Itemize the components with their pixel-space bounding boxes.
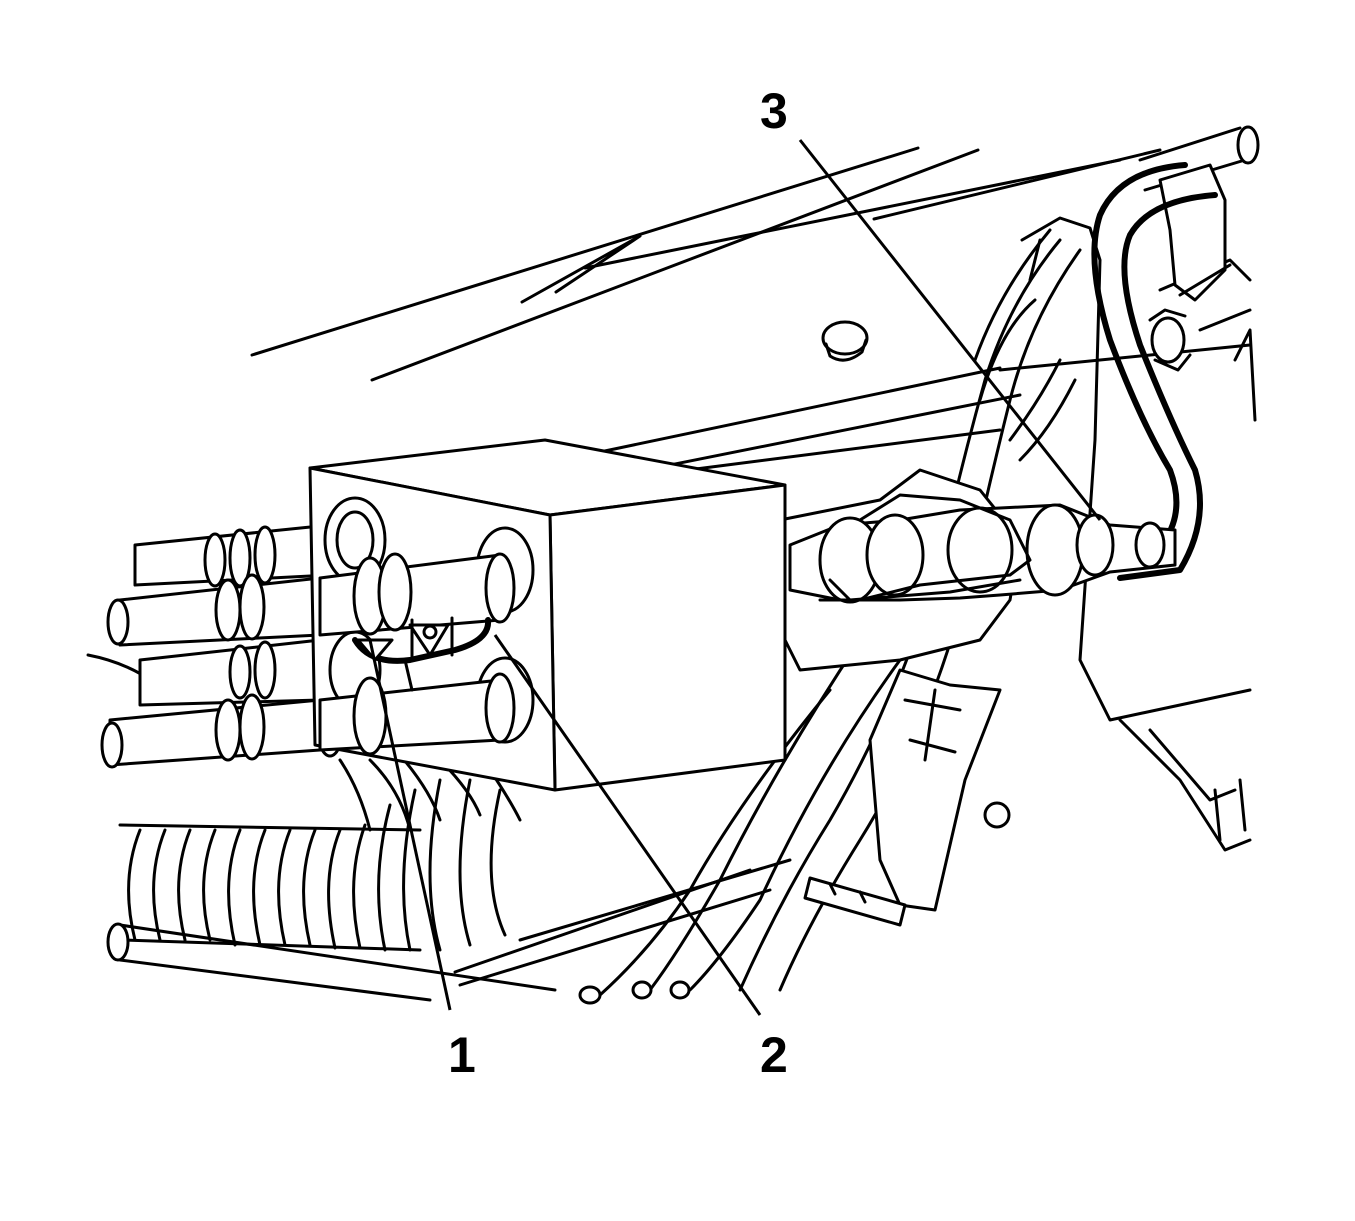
panel-plug	[821, 320, 869, 362]
leader-3	[798, 139, 1102, 521]
leader-2	[493, 634, 762, 1016]
callout-leaders	[368, 139, 1102, 1016]
right-bracket	[1020, 216, 1257, 852]
valve-block	[308, 438, 787, 792]
callout-1-label: 1	[448, 1027, 476, 1083]
bent-tube	[1091, 162, 1218, 581]
electrical-connector	[803, 668, 1002, 927]
leader-1	[368, 639, 452, 1011]
callout-2-label: 2	[760, 1027, 788, 1083]
right-pipe-fittings	[788, 493, 1177, 604]
callout-3-label: 3	[760, 83, 788, 139]
top-pipe-clip	[1138, 125, 1260, 302]
retaining-clips	[352, 616, 492, 692]
connector-stub	[1148, 308, 1192, 372]
lower-pipe	[106, 858, 792, 1002]
body-panel-lines	[250, 146, 1252, 477]
